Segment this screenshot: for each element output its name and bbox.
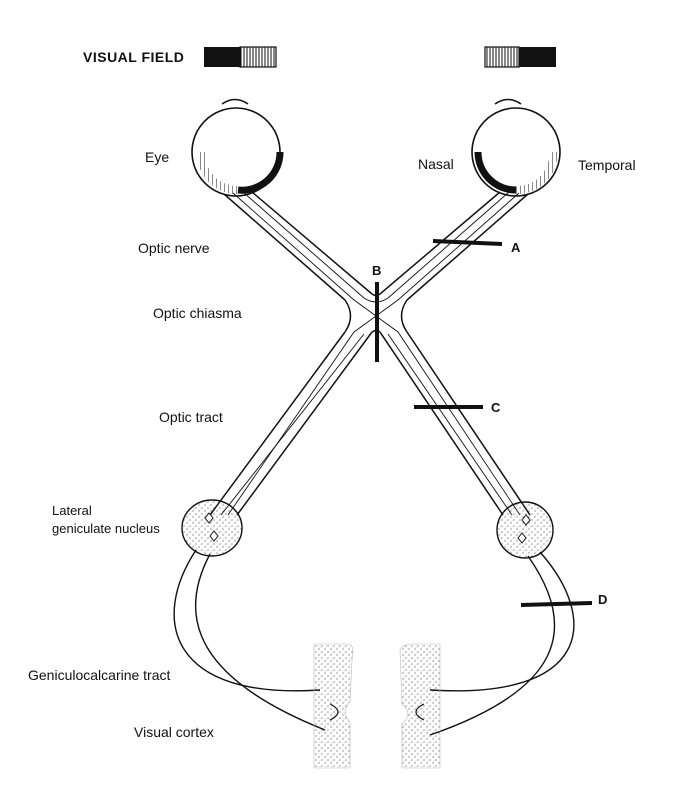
lesion-d-bar — [520, 601, 593, 607]
left-eye — [191, 98, 284, 197]
left-lgn — [181, 499, 243, 557]
lesion-b-label: B — [372, 263, 382, 278]
right-visual-cortex — [399, 643, 441, 769]
optic-pathway — [209, 191, 531, 516]
label-lgn-line2: geniculate nucleus — [52, 521, 160, 536]
right-visual-field-box — [484, 46, 556, 68]
label-eye: Eye — [145, 149, 170, 165]
label-geniculocalcarine: Geniculocalcarine tract — [28, 667, 171, 683]
label-optic-nerve: Optic nerve — [138, 240, 210, 256]
label-temporal: Temporal — [578, 157, 636, 173]
right-lgn — [496, 501, 554, 559]
lesion-d-label: D — [598, 592, 608, 607]
label-nasal: Nasal — [418, 156, 454, 172]
lesion-a-label: A — [511, 240, 521, 255]
geniculocalcarine-tracts — [173, 549, 575, 736]
lesion-c-label: C — [491, 400, 501, 415]
left-visual-cortex — [313, 643, 354, 769]
label-lgn-line1: Lateral — [52, 503, 92, 518]
right-eye — [471, 98, 561, 197]
label-visual-cortex: Visual cortex — [134, 724, 214, 740]
left-visual-field-box — [204, 46, 277, 68]
label-optic-chiasma: Optic chiasma — [153, 305, 242, 321]
visual-field-title: VISUAL FIELD — [83, 49, 185, 65]
label-optic-tract: Optic tract — [159, 409, 223, 425]
lesion-a-bar — [432, 239, 503, 246]
